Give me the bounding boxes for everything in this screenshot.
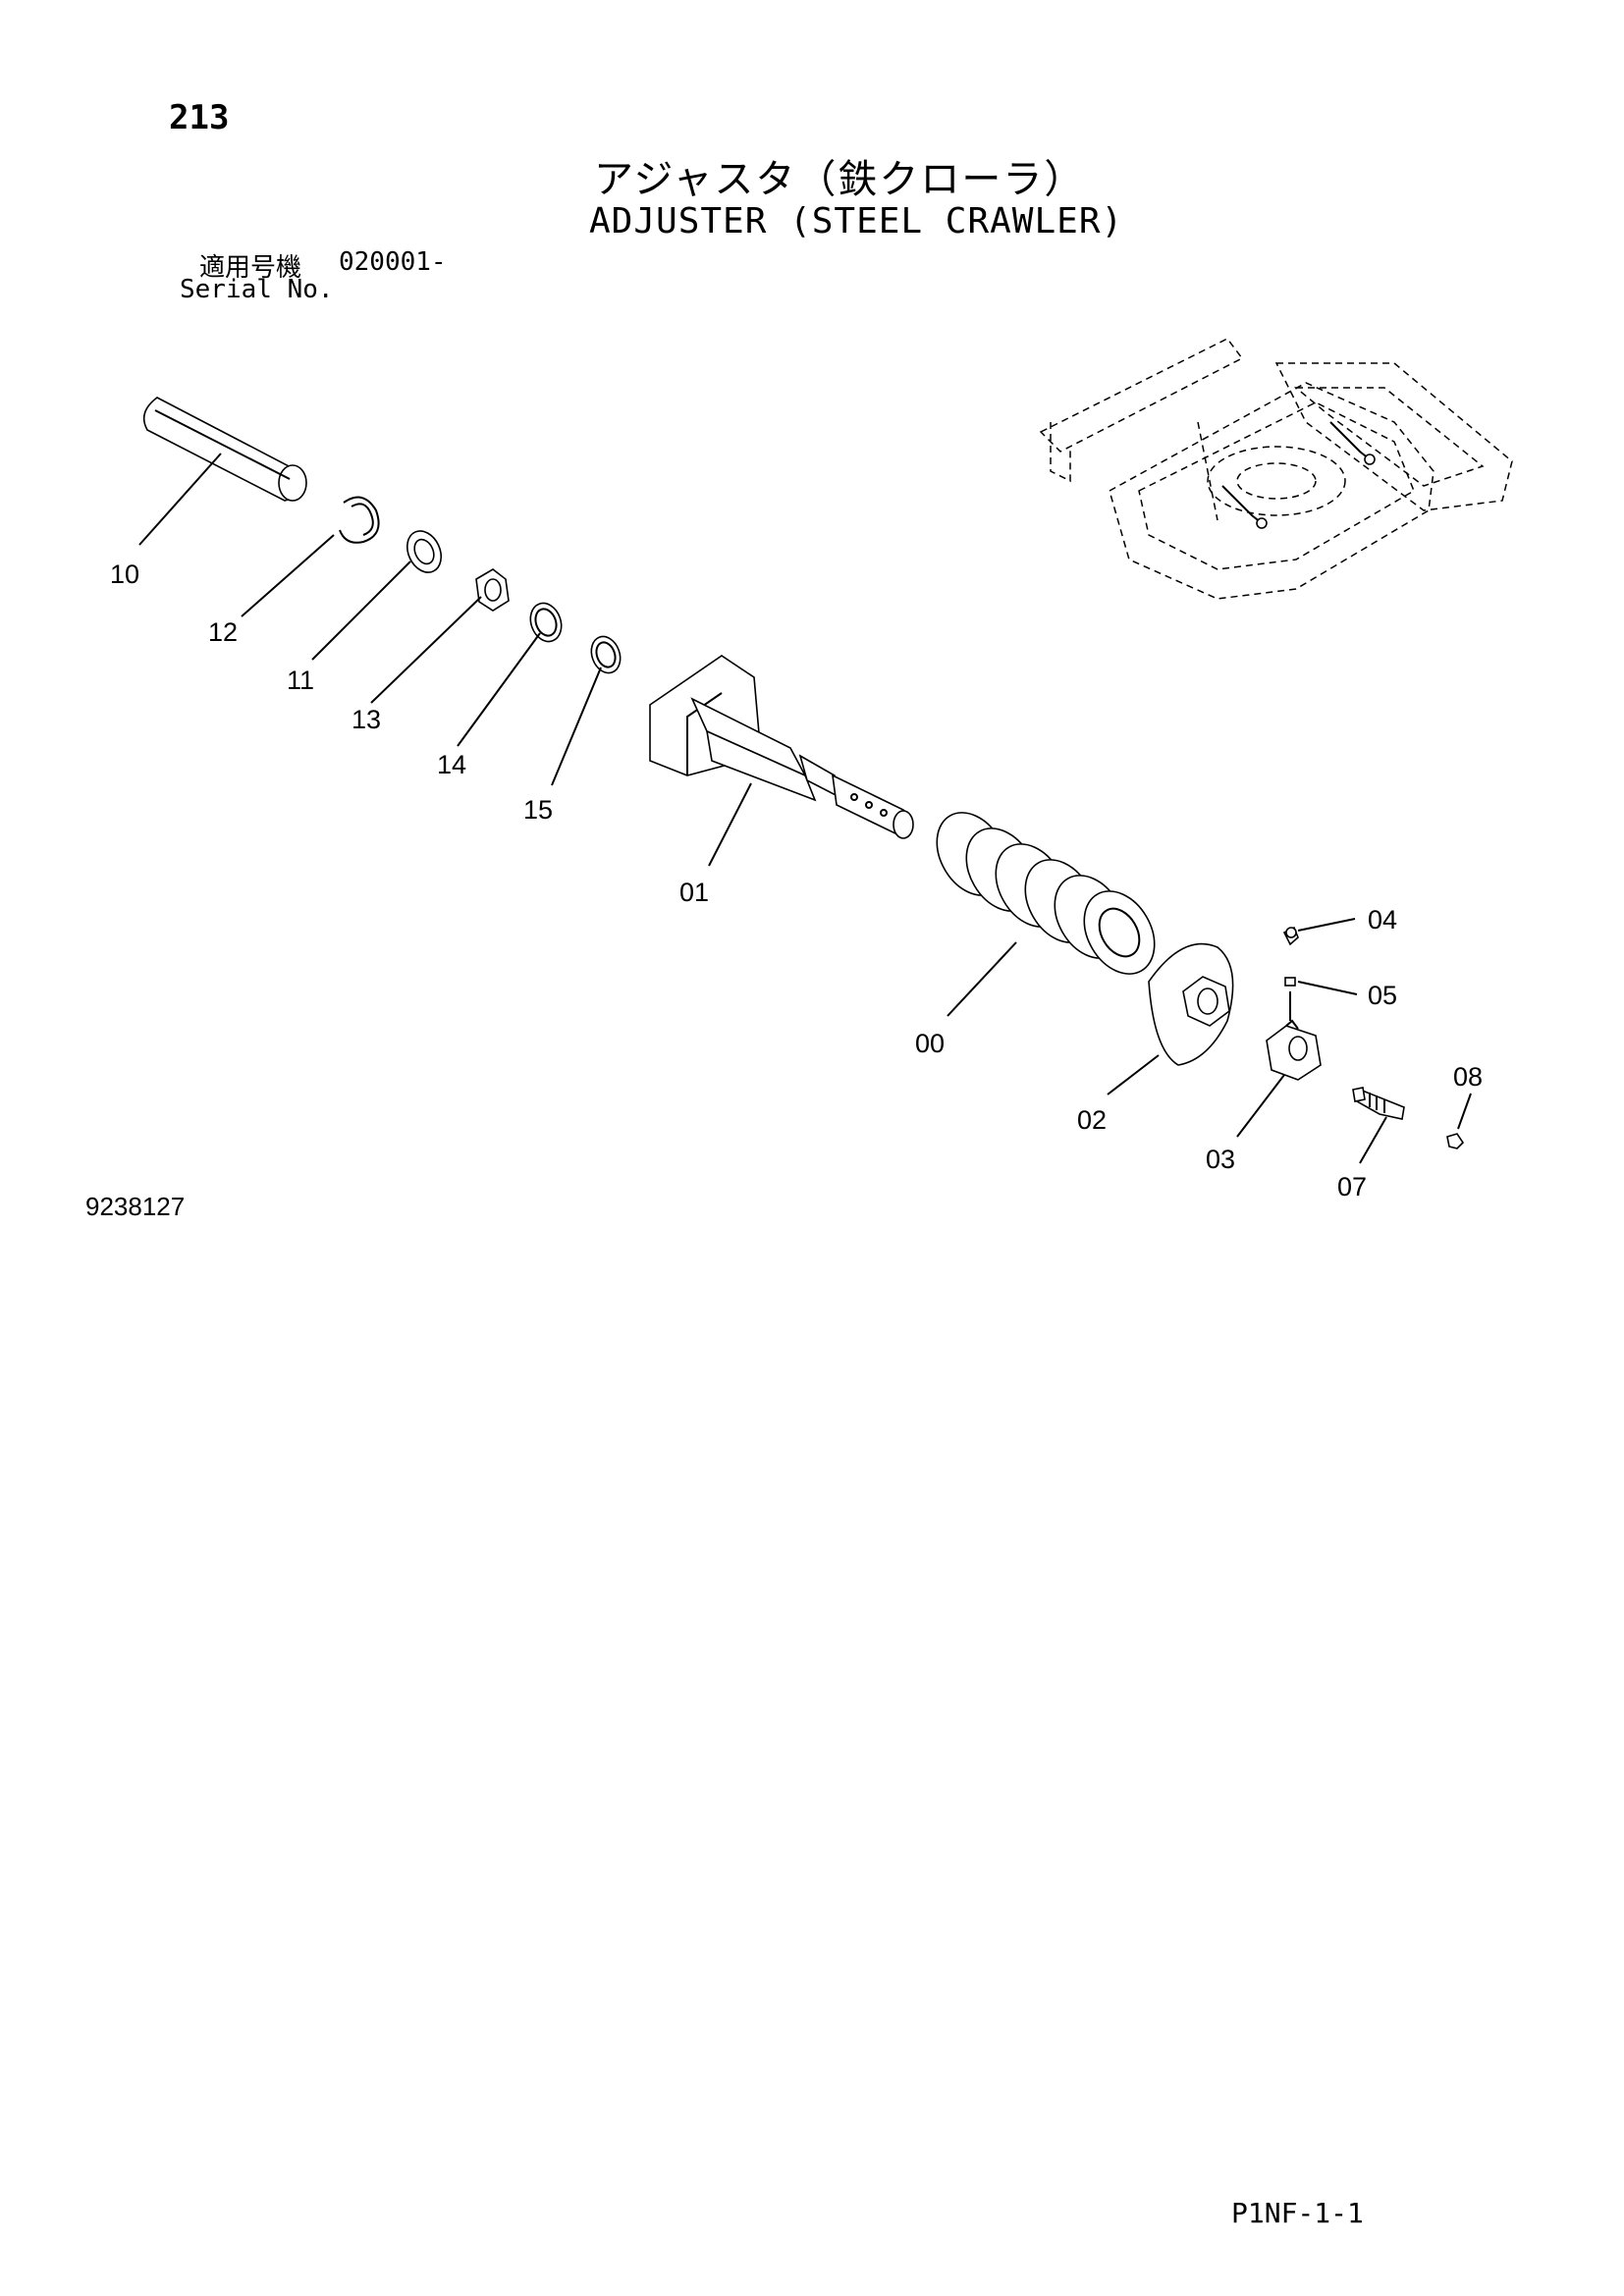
callout-11: 11 xyxy=(287,666,314,695)
callout-02: 02 xyxy=(1077,1105,1107,1135)
callout-03: 03 xyxy=(1206,1145,1235,1174)
part-04-fitting xyxy=(1282,926,1299,946)
callout-15: 15 xyxy=(523,795,553,825)
serial-label-english: Serial No. xyxy=(180,275,334,304)
callout-05: 05 xyxy=(1368,981,1397,1010)
page-number: 213 xyxy=(169,98,230,137)
part-12-snap-ring xyxy=(339,496,380,544)
part-11-nut xyxy=(406,530,443,573)
part-03-hex-block xyxy=(1266,1019,1322,1081)
drawing-number: 9238127 xyxy=(85,1192,186,1221)
crawler-inset-drawing xyxy=(1039,338,1513,600)
title-english: ADJUSTER (STEEL CRAWLER) xyxy=(589,201,1124,241)
part-07-valve xyxy=(1352,1087,1405,1120)
leader-lines xyxy=(138,453,1472,1164)
callout-00: 00 xyxy=(915,1029,945,1058)
callout-14: 14 xyxy=(437,750,466,779)
callout-07: 07 xyxy=(1337,1172,1367,1201)
callout-13: 13 xyxy=(352,705,381,734)
part-08-plug xyxy=(1446,1133,1465,1149)
part-13-nut xyxy=(475,568,510,612)
serial-label-japanese: 適用号機 xyxy=(199,253,302,283)
part-05-washer xyxy=(1284,977,1296,1021)
part-10-pin xyxy=(142,397,307,502)
part-02-plate xyxy=(1148,942,1234,1066)
exploded-parts-diagram: 10 12 11 13 14 15 01 00 02 04 05 03 07 0… xyxy=(110,338,1513,1201)
callout-10: 10 xyxy=(110,560,139,589)
title-japanese: アジャスタ（鉄クローラ） xyxy=(594,157,1086,202)
callout-08: 08 xyxy=(1453,1062,1483,1092)
part-14-ring xyxy=(529,602,563,643)
callout-12: 12 xyxy=(208,617,238,647)
serial-value: 020001- xyxy=(339,247,447,277)
callout-04: 04 xyxy=(1368,905,1397,934)
callout-01: 01 xyxy=(679,878,709,907)
part-01-rod xyxy=(649,655,914,839)
part-00-spring xyxy=(936,812,1156,975)
part-15-ring xyxy=(590,635,622,674)
page-code: P1NF-1-1 xyxy=(1231,2197,1364,2229)
